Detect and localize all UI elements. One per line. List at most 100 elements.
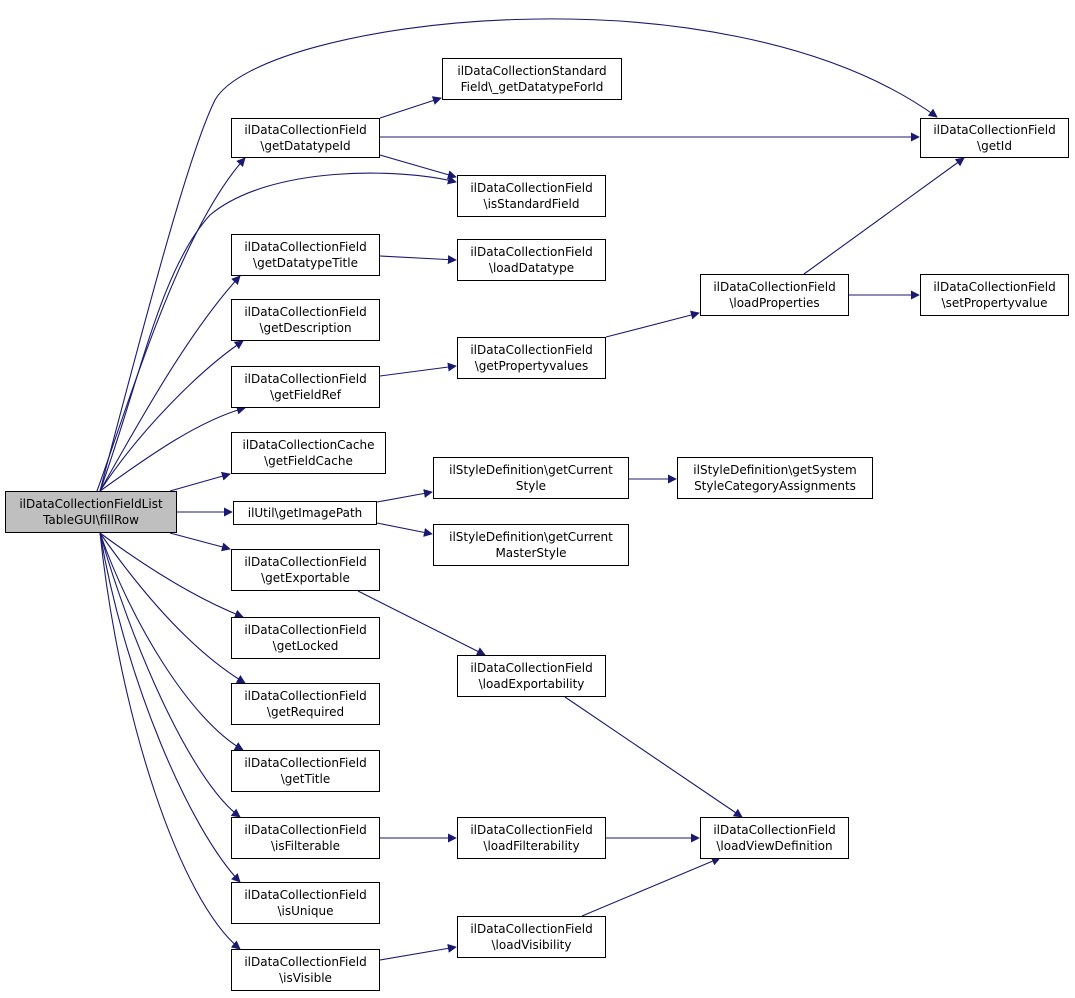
edge-root-to-getFieldCache — [169, 471, 231, 492]
node-getTitle[interactable]: ilDataCollectionField \getTitle — [231, 750, 380, 792]
node-label-line: ilDataCollectionField — [470, 922, 593, 936]
node-label-line: \getExportable — [261, 571, 350, 585]
node-label-line: \getLocked — [272, 639, 339, 653]
node-label-line: ilStyleDefinition\getCurrent — [449, 463, 613, 477]
node-getId[interactable]: ilDataCollectionField \getId — [920, 118, 1069, 158]
node-getFieldCache[interactable]: ilDataCollectionCache \getFieldCache — [231, 432, 386, 474]
node-label-line: ilDataCollectionField — [244, 372, 367, 386]
node-label-line: \isFilterable — [270, 839, 341, 853]
edge-getPropertyvalues-to-loadProperties — [605, 310, 700, 338]
node-getDatatypeTitle[interactable]: ilDataCollectionField\getDatatypeTitle — [231, 234, 380, 276]
node-label-line: \getRequired — [266, 705, 345, 719]
node-label-line: TableGUI\fillRow — [43, 513, 139, 527]
node-label-line: ilDataCollectionField — [244, 689, 367, 703]
edge-loadVisibility-to-loadViewDefinition — [581, 856, 721, 917]
node-label-line: \getPropertyvalues — [474, 359, 589, 373]
node-label-line: ilDataCollectionField — [244, 823, 367, 837]
node-label-line: \getId — [977, 139, 1012, 153]
node-getExportable[interactable]: ilDataCollectionField \getExportable — [231, 549, 380, 591]
node-label-line: ilStyleDefinition\getSystem — [693, 463, 857, 477]
edge-isVisible-to-loadVisibility — [379, 943, 457, 961]
node-label-line: \getDatatypeTitle — [253, 256, 358, 270]
node-isVisible[interactable]: ilDataCollectionField \isVisible — [231, 949, 380, 991]
node-label-line: \getDescription — [259, 321, 352, 335]
node-label-line: StyleCategoryAssignments — [694, 479, 856, 493]
node-getFieldRef[interactable]: ilDataCollectionField \getFieldRef — [231, 366, 380, 408]
node-label-line: ilDataCollectionField — [244, 888, 367, 902]
node-label-line: ilDataCollectionField — [470, 823, 593, 837]
edge-root-to-getDescription — [99, 340, 244, 492]
node-isUnique[interactable]: ilDataCollectionField \isUnique — [231, 882, 380, 924]
node-getRequired[interactable]: ilDataCollectionField \getRequired — [231, 683, 380, 725]
node-loadFilterability[interactable]: ilDataCollectionField\loadFilterability — [457, 817, 606, 859]
edge-getExportable-to-loadExportability — [357, 590, 486, 656]
edge-root-to-isStandardField — [99, 172, 457, 492]
edge-getFieldRef-to-getPropertyvalues — [379, 362, 457, 377]
node-isStandardField[interactable]: ilDataCollectionField \isStandardField — [457, 175, 606, 217]
node-label-line: \setPropertyvalue — [941, 296, 1048, 310]
node-label-line: ilDataCollectionField — [713, 280, 836, 294]
edge-getImagePath-to-getCurrentMasterStyle — [376, 522, 433, 537]
node-label-line: \isStandardField — [483, 197, 580, 211]
edge-root-to-getFieldRef — [99, 405, 246, 492]
node-getLocked[interactable]: ilDataCollectionField \getLocked — [231, 617, 380, 659]
node-label-line: ilDataCollectionField — [713, 823, 836, 837]
edge-root-to-isFilterable — [99, 532, 241, 818]
node-label-line: ilDataCollectionField — [470, 181, 593, 195]
edge-loadProperties-to-getId — [803, 157, 965, 275]
node-label-line: ilDataCollectionField — [244, 555, 367, 569]
edge-root-to-getId — [99, 18, 938, 492]
node-isFilterable[interactable]: ilDataCollectionField \isFilterable — [231, 817, 380, 859]
node-label-line: \loadVisibility — [491, 938, 572, 952]
node-getDescription[interactable]: ilDataCollectionField \getDescription — [231, 299, 380, 341]
edge-getDatatypeId-to-isStandardField — [379, 154, 457, 180]
node-label-line: \loadDatatype — [488, 261, 575, 275]
node-label-line: ilDataCollectionField — [470, 661, 593, 675]
node-label-line: ilDataCollectionField — [244, 305, 367, 319]
node-label-line: \loadViewDefinition — [716, 839, 833, 853]
node-label-line: \loadProperties — [729, 296, 820, 310]
node-label-line: ilDataCollectionCache — [242, 438, 375, 452]
node-label-line: ilDataCollectionField — [244, 955, 367, 969]
edge-getDatatypeTitle-to-loadDatatype — [379, 255, 457, 265]
edge-root-to-getDatatypeTitle — [99, 275, 241, 492]
node-label-line: \getFieldRef — [270, 388, 341, 402]
node-label-line: ilDataCollectionField — [244, 623, 367, 637]
node-label-line: \getFieldCache — [264, 454, 353, 468]
node-label-line: Field\_getDatatypeForId — [460, 80, 604, 94]
node-loadDatatype[interactable]: ilDataCollectionField \loadDatatype — [457, 239, 606, 281]
node-loadViewDefinition[interactable]: ilDataCollectionField \loadViewDefinition — [700, 817, 849, 859]
node-loadProperties[interactable]: ilDataCollectionField \loadProperties — [700, 274, 849, 316]
node-getPropertyvalues[interactable]: ilDataCollectionField \getPropertyvalues — [457, 337, 606, 379]
node-loadVisibility[interactable]: ilDataCollectionField \loadVisibility — [457, 916, 606, 958]
node-label-line: \getTitle — [280, 772, 331, 786]
node-getImagePath[interactable]: ilUtil\getImagePath — [233, 501, 377, 525]
node-label-line: \getDatatypeId — [260, 139, 351, 153]
node-loadExportability[interactable]: ilDataCollectionField \loadExportability — [457, 655, 606, 697]
edge-root-to-isUnique — [99, 532, 241, 883]
node-label-line: ilDataCollectionFieldList — [19, 497, 163, 511]
node-label-line: ilStyleDefinition\getCurrent — [449, 530, 613, 544]
node-label-line: ilDataCollectionField — [470, 245, 593, 259]
node-label-line: MasterStyle — [495, 546, 567, 560]
node-label-line: ilDataCollectionField — [470, 343, 593, 357]
node-label-line: ilDataCollectionField — [244, 756, 367, 770]
node-getDatatypeId[interactable]: ilDataCollectionField \getDatatypeId — [231, 118, 380, 158]
node-label-line: ilDataCollectionStandard — [457, 64, 607, 78]
node-label-line: \isVisible — [279, 971, 332, 985]
edge-root-to-isVisible — [99, 532, 241, 950]
node-label-line: \loadExportability — [478, 677, 585, 691]
node-label-line: ilDataCollectionField — [933, 123, 1056, 137]
node-label-line: ilDataCollectionField — [244, 123, 367, 137]
edge-root-to-getExportable — [169, 532, 231, 552]
node-label-line: \isUnique — [277, 904, 334, 918]
edge-root-to-getDatatypeId — [96, 157, 246, 492]
node-setPropertyvalue[interactable]: ilDataCollectionField\setPropertyvalue — [920, 274, 1069, 316]
